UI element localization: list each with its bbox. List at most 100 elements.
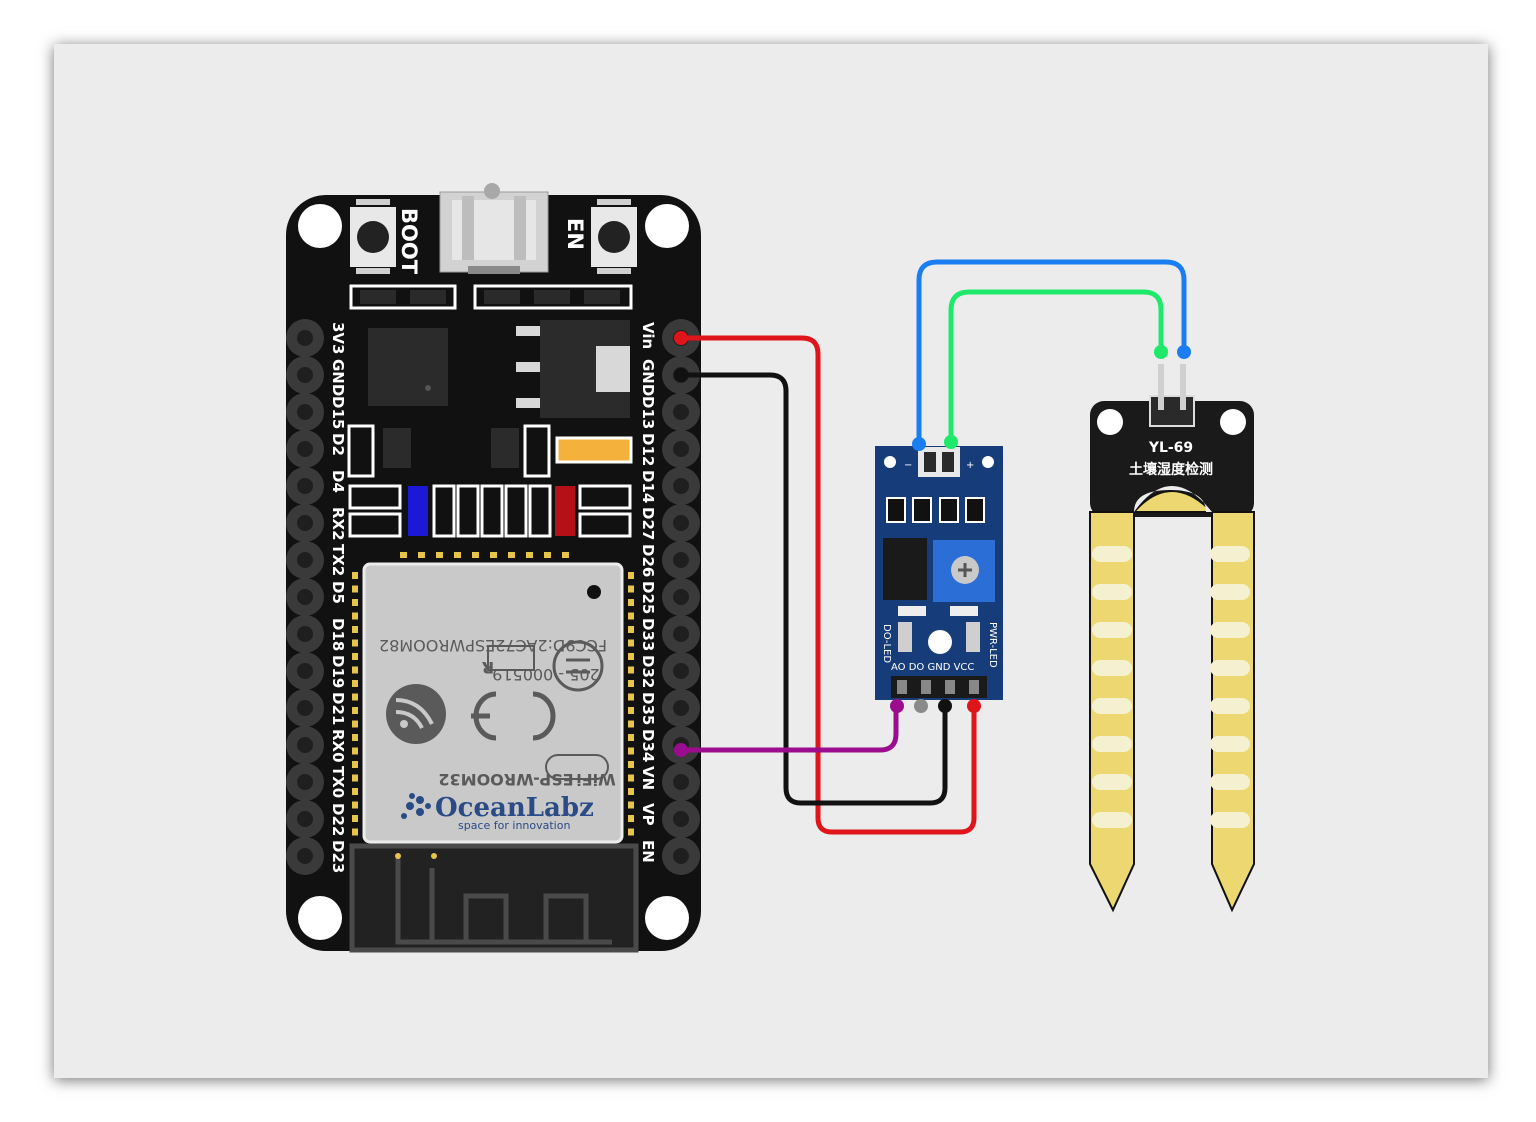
header-pin-rx0[interactable] (286, 726, 324, 764)
pwr-led-label: PWR-LED (987, 622, 998, 668)
header-pin-vp[interactable] (662, 800, 700, 838)
right-pin-labels: VinGNDD13D12D14D27D26D25D33D32D35D34VNVP… (639, 322, 657, 863)
usb-connector (439, 183, 549, 274)
mount-hole (645, 204, 689, 248)
potentiometer[interactable] (933, 540, 995, 602)
pin-label-d4: D4 (329, 470, 347, 493)
right-pin-header (662, 319, 700, 875)
pin-label-tx0: TX0 (329, 766, 347, 798)
pin-label-d13: D13 (639, 396, 657, 429)
header-pin-d15[interactable] (286, 393, 324, 431)
module-model-text: ESP-WROOM32 (438, 770, 573, 789)
recycle-icon (552, 640, 604, 692)
pin-label-vp: VP (639, 803, 657, 826)
wire-comparator-minus-probe (916, 259, 1187, 447)
pin-label-d12: D12 (639, 433, 657, 466)
en-label: EN (563, 218, 587, 250)
endpoint-vin[interactable] (674, 331, 688, 345)
header-pin-d2[interactable] (286, 430, 324, 468)
brand-tagline: space for innovation (458, 819, 570, 832)
header-pin-d12[interactable] (662, 430, 700, 468)
header-pin-d35[interactable] (662, 689, 700, 727)
left-pin-labels: 3V3GNDD15D2D4RX2TX2D5D18D19D21RX0TX0D22D… (329, 322, 347, 873)
wire-endpoints (674, 331, 1191, 757)
endpoint-d34[interactable] (674, 743, 688, 757)
pin-label-rx2: RX2 (329, 507, 347, 541)
header-pin-3v3[interactable] (286, 319, 324, 357)
lm393-chip (883, 538, 927, 600)
header-pin-d13[interactable] (662, 393, 700, 431)
pin-label-d19: D19 (329, 655, 347, 688)
comparator-plus-label: + (966, 460, 974, 471)
comparator-module: − + DO-LED PWR-LED AO DO GND VCC (875, 446, 1003, 700)
endpoint-ao[interactable] (890, 699, 904, 713)
header-pin-d27[interactable] (662, 504, 700, 542)
header-pin-tx0[interactable] (286, 763, 324, 801)
pin-label-d23: D23 (329, 840, 347, 873)
header-pin-rx2[interactable] (286, 504, 324, 542)
header-pin-d23[interactable] (286, 837, 324, 875)
en-button[interactable] (591, 199, 637, 274)
wires (678, 259, 1187, 835)
mount-hole (928, 630, 952, 654)
pin-label-rx0: RX0 (329, 729, 347, 763)
header-pin-d21[interactable] (286, 689, 324, 727)
endpoint-module-gnd[interactable] (938, 699, 952, 713)
pin-label-d33: D33 (639, 618, 657, 651)
comparator-pin-labels: AO DO GND VCC (891, 662, 974, 673)
header-pin-gnd[interactable] (286, 356, 324, 394)
endpoint-gnd[interactable] (674, 368, 688, 382)
endpoint-probe-right[interactable] (1177, 345, 1191, 359)
pin-label-d14: D14 (639, 470, 657, 503)
header-pin-d19[interactable] (286, 652, 324, 690)
header-pin-d26[interactable] (662, 541, 700, 579)
pin-label-d27: D27 (639, 507, 657, 540)
voltage-regulator (516, 320, 630, 418)
espressif-logo-icon (386, 684, 446, 744)
smd-row (349, 284, 633, 310)
header-pin-d4[interactable] (286, 467, 324, 505)
pin-label-gnd: GND (639, 359, 657, 396)
pin-label-d2: D2 (329, 433, 347, 456)
boot-button[interactable] (350, 199, 396, 274)
header-pin-tx2[interactable] (286, 541, 324, 579)
pin-label-d15: D15 (329, 396, 347, 429)
header-pin-d33[interactable] (662, 615, 700, 653)
pin-label-en: EN (639, 840, 657, 863)
endpoint-probe-left[interactable] (1154, 345, 1168, 359)
soil-probe: YL-69 土壤湿度检测 (1089, 364, 1255, 913)
header-pin-d18[interactable] (286, 615, 324, 653)
pin-label-d5: D5 (329, 581, 347, 604)
usb-uart-chip (368, 328, 448, 406)
pin-label-d18: D18 (329, 618, 347, 651)
endpoint-vcc[interactable] (967, 699, 981, 713)
header-pin-d14[interactable] (662, 467, 700, 505)
pin-label-vin: Vin (639, 322, 657, 349)
endpoint-comparator-plus[interactable] (944, 435, 958, 449)
pin-label-vn: VN (639, 766, 657, 790)
header-pin-d25[interactable] (662, 578, 700, 616)
pin-label-d21: D21 (329, 692, 347, 725)
pin-label-3v3: 3V3 (329, 322, 347, 354)
ce-mark-icon (471, 691, 556, 741)
endpoint-do[interactable] (914, 699, 928, 713)
wire-vin-vcc (678, 335, 977, 835)
wire-gnd-gnd (678, 372, 948, 806)
wire-d34-ao (678, 703, 899, 753)
pin-label-d22: D22 (329, 803, 347, 836)
do-led-label: DO-LED (881, 624, 892, 663)
brand-name: OceanLabz (435, 793, 594, 823)
pin-label-tx2: TX2 (329, 544, 347, 576)
header-pin-d32[interactable] (662, 652, 700, 690)
esp-wroom-module: FCC9D:2AC72ESPWROOM82 205 - 000519 R ESP… (352, 552, 634, 844)
resistor-bank (348, 484, 632, 538)
header-pin-d5[interactable] (286, 578, 324, 616)
pin-label-d35: D35 (639, 692, 657, 725)
header-pin-d22[interactable] (286, 800, 324, 838)
mount-hole (645, 896, 689, 940)
header-pin-en[interactable] (662, 837, 700, 875)
mount-hole (298, 204, 342, 248)
endpoint-comparator-minus[interactable] (912, 437, 926, 451)
tantalum-capacitor (555, 436, 633, 464)
header-pin-vn[interactable] (662, 763, 700, 801)
